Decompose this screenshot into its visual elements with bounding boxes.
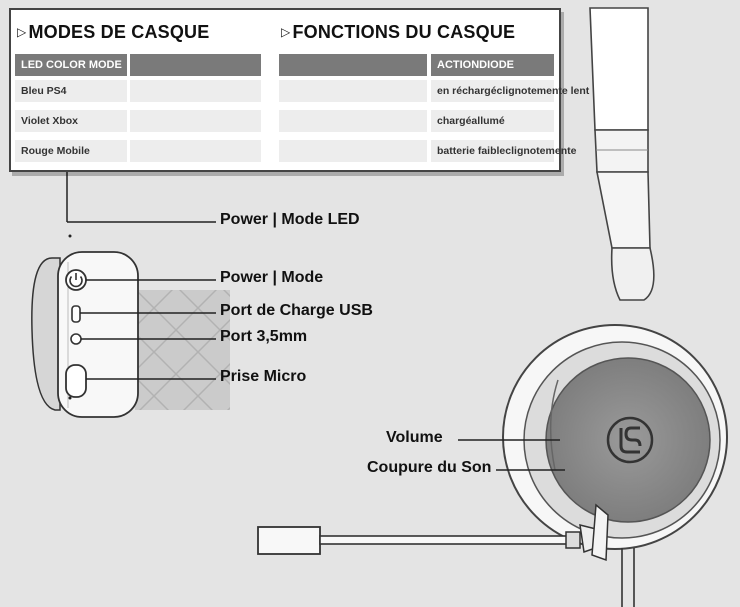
- label-usb-port: Port de Charge USB: [220, 302, 373, 319]
- label-power-mode-led: Power | Mode LED: [220, 211, 360, 228]
- info-panel: ▷MODES DE CASQUE ▷FONCTIONS DU CASQUE LE…: [9, 8, 589, 172]
- label-jack-port: Port 3,5mm: [220, 328, 308, 345]
- modes-row-3-col1: Rouge Mobile: [15, 140, 127, 162]
- earcup-front-view: [502, 324, 728, 550]
- modes-row-2-col2: [130, 110, 261, 132]
- functions-row-3-col1: [279, 140, 427, 162]
- modes-row-1-col1: Bleu PS4: [15, 80, 127, 102]
- label-volume: Volume: [386, 429, 443, 446]
- modes-header-col2: [130, 54, 261, 76]
- brand-logo-icon: [606, 416, 654, 464]
- functions-header-col2: ACTIONDIODE: [431, 54, 554, 76]
- modes-row-3-col2: [130, 140, 261, 162]
- modes-title-wrap: ▷MODES DE CASQUE: [17, 22, 209, 43]
- mic-port: [65, 364, 87, 398]
- power-icon: [65, 269, 87, 291]
- functions-row-1-col2: en réchargéclignotemente lent: [431, 80, 589, 102]
- label-power-mode: Power | Mode: [220, 269, 324, 286]
- modes-header-col1: LED COLOR MODE: [15, 54, 127, 76]
- label-mic-port: Prise Micro: [220, 368, 307, 385]
- functions-row-1-col1: [279, 80, 427, 102]
- jack-port: [70, 333, 82, 345]
- functions-header-col1: [279, 54, 427, 76]
- functions-title: FONCTIONS DU CASQUE: [292, 22, 516, 42]
- functions-row-3-col2: batterie faibleclignotemente: [431, 140, 576, 162]
- modes-row-2-col1: Violet Xbox: [15, 110, 127, 132]
- label-mute: Coupure du Son: [367, 459, 492, 476]
- modes-row-1-col2: [130, 80, 261, 102]
- functions-row-2-col2: chargéallumé: [431, 110, 554, 132]
- usb-port: [71, 305, 81, 323]
- audio-cable: [621, 548, 635, 607]
- functions-title-wrap: ▷FONCTIONS DU CASQUE: [281, 22, 515, 43]
- triangle-icon: ▷: [281, 25, 291, 39]
- cushion-texture: [135, 290, 230, 410]
- functions-row-2-col1: [279, 110, 427, 132]
- modes-title: MODES DE CASQUE: [28, 22, 210, 42]
- mic-boom: [257, 503, 609, 562]
- headband: [589, 7, 655, 301]
- triangle-icon: ▷: [17, 25, 27, 39]
